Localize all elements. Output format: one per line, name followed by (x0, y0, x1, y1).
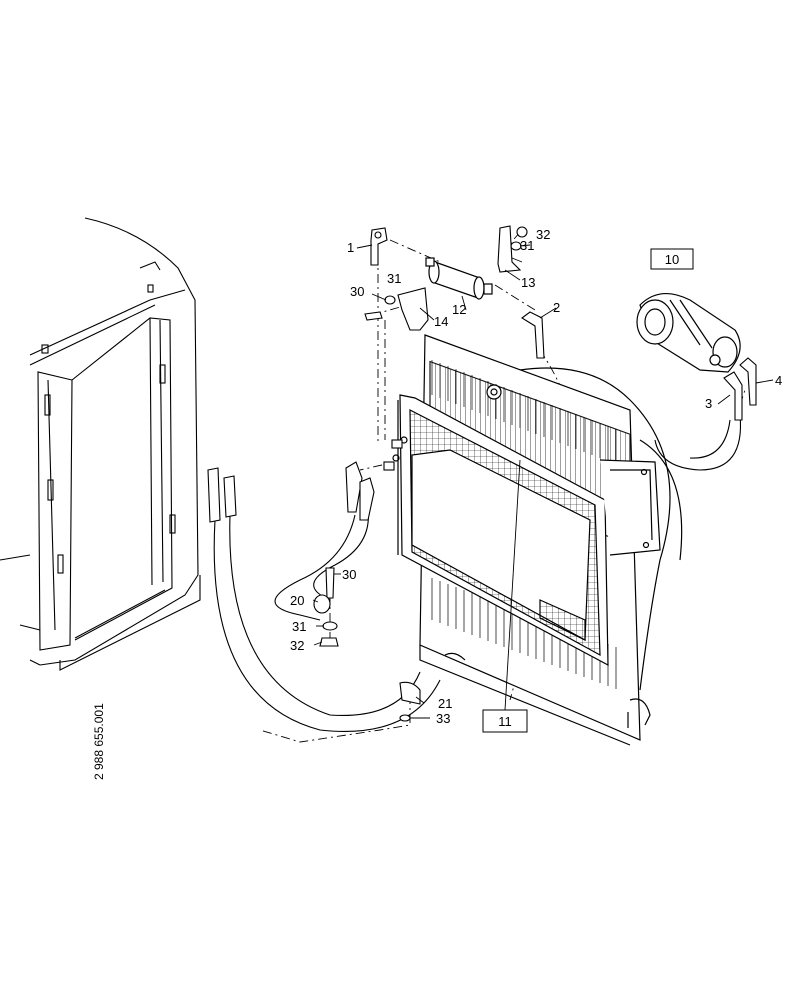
callout-labels: 1 2 3 4 12 13 14 20 21 30 30 31 31 31 32… (290, 227, 782, 726)
callout-13: 13 (521, 275, 535, 290)
fitting-2 (521, 311, 545, 359)
callout-box-10: 10 (650, 248, 694, 270)
callout-32b: 32 (290, 638, 304, 653)
fitting-3-4 (723, 357, 757, 421)
radiator-assembly (392, 334, 683, 746)
callout-31a: 31 (387, 271, 401, 286)
machine-frame (0, 217, 201, 671)
clamp-bolt-set (313, 226, 528, 722)
callout-2: 2 (553, 300, 560, 315)
leader-lines (312, 244, 774, 719)
svg-text:11: 11 (498, 714, 512, 729)
callout-3: 3 (705, 396, 712, 411)
callout-31b: 31 (520, 238, 534, 253)
callout-1: 1 (347, 240, 354, 255)
callout-box-11: 11 (482, 709, 528, 733)
bracket-13 (497, 225, 522, 273)
fitting-1 (370, 227, 388, 266)
callout-32a: 32 (536, 227, 550, 242)
hose-lines (213, 414, 742, 732)
callout-12: 12 (452, 302, 466, 317)
radiator-fins-top (431, 360, 617, 689)
compressor-10 (636, 293, 741, 373)
callout-31c: 31 (292, 619, 306, 634)
bracket-14 (397, 287, 429, 331)
lower-hose-fittings (207, 439, 403, 523)
callout-33: 33 (436, 711, 450, 726)
drawing-number: 2 988 655.001 (92, 703, 106, 780)
svg-text:10: 10 (665, 252, 679, 267)
callout-4: 4 (775, 373, 782, 388)
callout-30b: 30 (342, 567, 356, 582)
callout-20: 20 (290, 593, 304, 608)
receiver-drier-12 (425, 257, 493, 300)
callout-21: 21 (438, 696, 452, 711)
callout-14: 14 (434, 314, 448, 329)
callout-30a: 30 (350, 284, 364, 299)
